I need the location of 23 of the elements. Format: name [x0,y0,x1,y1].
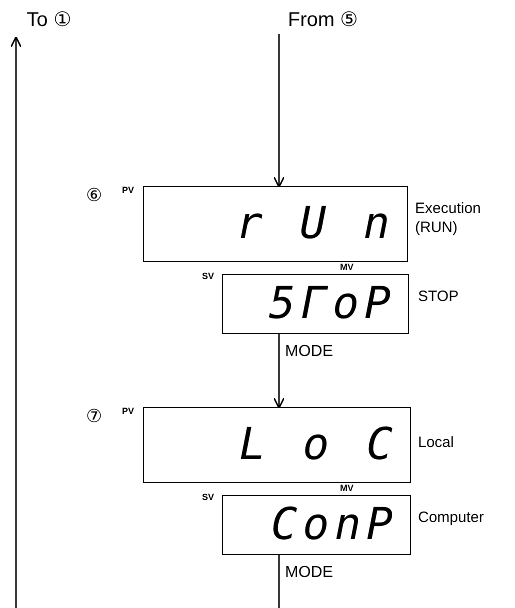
indicator-label: PV [122,186,134,195]
segment-readout: L o C [239,423,398,467]
indicator-label: SV [202,493,214,502]
display-panel [143,186,408,262]
display-panel [222,495,411,555]
arrow [10,36,22,608]
state-caption: STOP [418,288,460,307]
step-number: ⑥ [86,186,102,204]
indicator-label: MV [340,263,354,272]
state-caption: Execution (RUN) [415,200,482,238]
segment-readout: r U n [236,202,395,246]
segment-readout: 5ΓoP [268,282,396,326]
state-caption: Computer [418,509,485,528]
arrow [273,334,285,409]
step-number: ⑦ [86,407,102,425]
display-panel [222,274,409,334]
indicator-label: SV [202,272,214,281]
indicator-label: PV [122,407,134,416]
arrow [273,34,285,188]
state-caption: Local [418,434,455,453]
display-panel [143,407,411,483]
indicator-label: MV [340,484,354,493]
segment-readout: ConP [270,503,398,547]
